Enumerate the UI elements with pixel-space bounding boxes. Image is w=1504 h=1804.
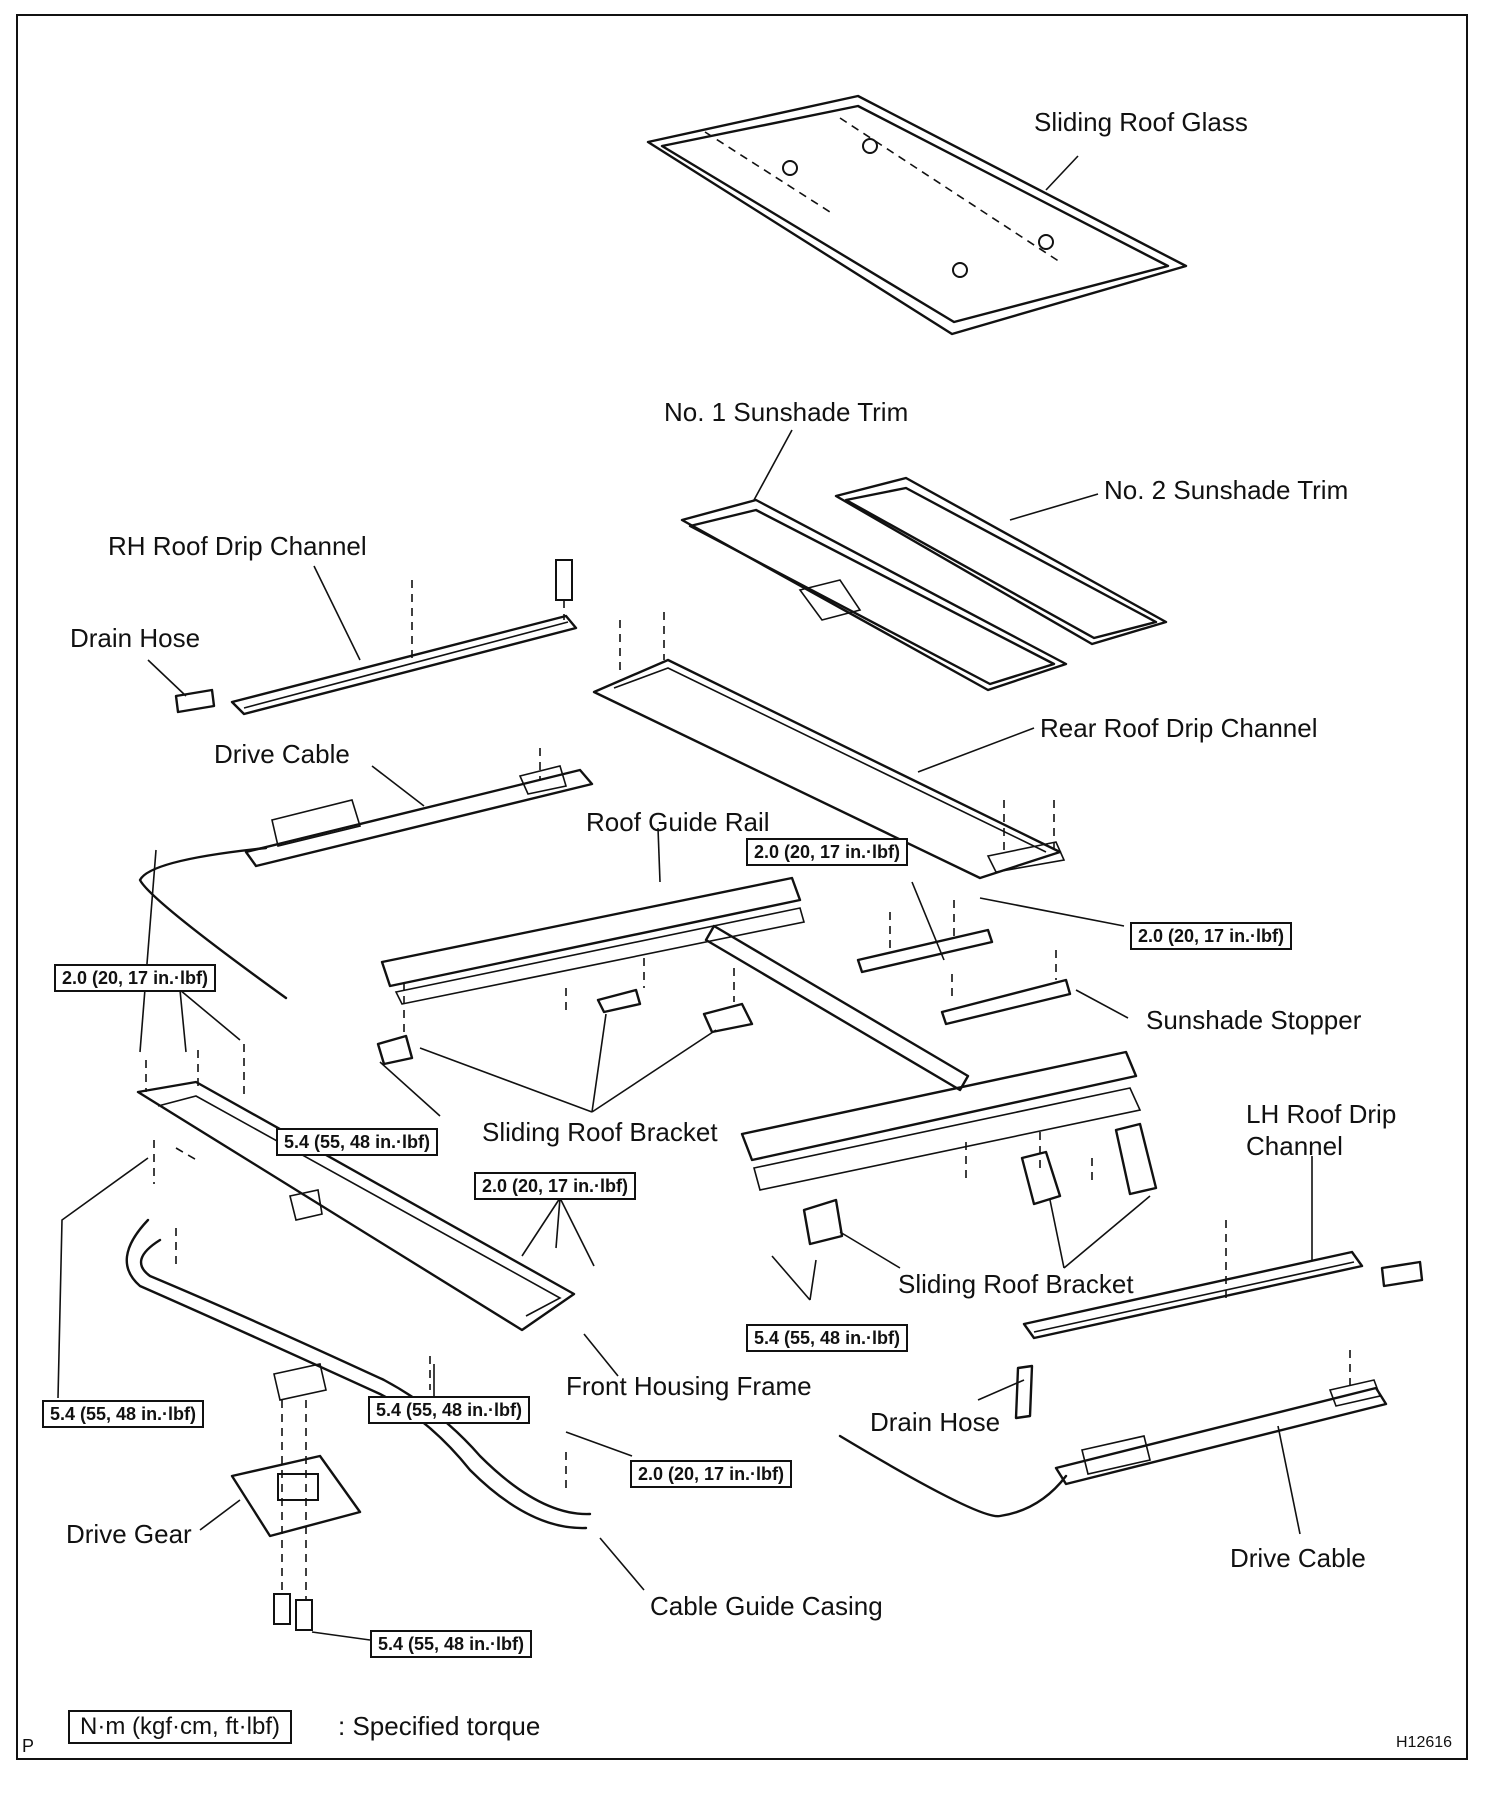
leader-line [1045, 155, 1079, 191]
leader-line [1277, 1425, 1301, 1535]
sliding-roof-glass-part [646, 94, 1188, 336]
label-drive-cable-right: Drive Cable [1230, 1543, 1366, 1573]
leader-line [379, 1061, 441, 1117]
leader-line [591, 1029, 717, 1113]
leader-line [313, 565, 361, 661]
leader-line [419, 1047, 593, 1113]
leader-line [1049, 1199, 1065, 1269]
torque-box: 2.0 (20, 17 in.·lbf) [54, 964, 217, 992]
torque-box: 5.4 (55, 48 in.·lbf) [368, 1396, 531, 1424]
rear-roof-drip-channel-part [592, 658, 1066, 880]
label-no1-sunshade-trim: No. 1 Sunshade Trim [664, 397, 909, 427]
label-sunshade-stopper: Sunshade Stopper [1146, 1005, 1362, 1035]
torque-box: 2.0 (20, 17 in.·lbf) [746, 838, 909, 866]
label-drain-hose-right: Drain Hose [870, 1407, 1001, 1437]
leader-line [657, 827, 661, 883]
leader-line [599, 1537, 645, 1591]
cable-guide-casing-part [125, 1218, 592, 1530]
leader-line [199, 1499, 241, 1531]
leader-line [977, 1379, 1025, 1401]
torque-box: 5.4 (55, 48 in.·lbf) [42, 1400, 205, 1428]
roof-guide-rail-part [380, 876, 1142, 1191]
drive-gear-part [230, 1400, 362, 1631]
label-rh-roof-drip-channel: RH Roof Drip Channel [108, 531, 367, 561]
label-cable-guide-casing: Cable Guide Casing [650, 1591, 883, 1621]
leader-line [809, 1259, 817, 1301]
legend-unit-box: N·m (kgf·cm, ft·lbf) [68, 1710, 292, 1744]
leader-line [147, 659, 187, 697]
label-no2-sunshade-trim: No. 2 Sunshade Trim [1104, 475, 1349, 505]
label-drive-cable-left: Drive Cable [214, 739, 350, 769]
sliding-roof-bracket-left-part [376, 988, 754, 1066]
leader-line [555, 1197, 561, 1249]
torque-box: 5.4 (55, 48 in.·lbf) [370, 1630, 533, 1658]
label-sliding-roof-bracket-right: Sliding Roof Bracket [898, 1269, 1134, 1299]
leader-line [753, 429, 793, 501]
no2-sunshade-trim-part [834, 476, 1168, 646]
drive-cable-right-part [838, 1379, 1388, 1518]
label-sliding-roof-glass: Sliding Roof Glass [1034, 107, 1248, 137]
leader-line [139, 849, 157, 1053]
leader-line [559, 1197, 595, 1267]
leader-line [179, 989, 187, 1053]
leader-line [911, 881, 945, 961]
torque-box: 5.4 (55, 48 in.·lbf) [746, 1324, 909, 1352]
label-drive-gear: Drive Gear [66, 1519, 192, 1549]
leader-line [311, 1631, 371, 1641]
drain-hose-left-part [174, 688, 216, 714]
sliding-roof-bracket-right-part [802, 1122, 1158, 1246]
leader-line [771, 1255, 811, 1301]
lh-roof-drip-channel-part [1022, 1250, 1424, 1340]
leader-line [1063, 1195, 1151, 1269]
corner-mark: P [22, 1736, 35, 1756]
label-lh-roof-drip-channel-line1: LH Roof Drip [1246, 1099, 1397, 1129]
torque-box: 2.0 (20, 17 in.·lbf) [474, 1172, 637, 1200]
no1-sunshade-trim-part [680, 498, 1068, 692]
drain-hose-right-part [1014, 1364, 1034, 1420]
label-sliding-roof-bracket-left: Sliding Roof Bracket [482, 1117, 718, 1147]
leader-line [583, 1333, 619, 1377]
leader-line [57, 1157, 149, 1399]
leader-line [917, 727, 1035, 773]
label-drain-hose-left: Drain Hose [70, 623, 201, 653]
leader-line [371, 765, 425, 807]
torque-box: 5.4 (55, 48 in.·lbf) [276, 1128, 439, 1156]
leader-line [1009, 493, 1099, 521]
torque-box: 2.0 (20, 17 in.·lbf) [1130, 922, 1293, 950]
front-housing-frame-part [136, 1080, 576, 1332]
torque-box: 2.0 (20, 17 in.·lbf) [630, 1460, 793, 1488]
leader-line [839, 1231, 901, 1269]
leader-line [521, 1197, 561, 1257]
leader-line [179, 989, 241, 1041]
legend-text: : Specified torque [338, 1711, 541, 1741]
label-front-housing-frame: Front Housing Frame [566, 1371, 812, 1401]
drive-cable-left-part [138, 765, 594, 1000]
label-rear-roof-drip-channel: Rear Roof Drip Channel [1040, 713, 1318, 743]
leader-line [565, 1431, 633, 1457]
leader-line [979, 897, 1125, 927]
label-lh-roof-drip-channel-line2: Channel [1246, 1131, 1343, 1161]
figure-code: H12616 [1396, 1734, 1453, 1751]
diagram-frame [16, 14, 1468, 1760]
sunshade-stopper-part [856, 928, 1072, 1026]
rh-roof-drip-channel-part [230, 559, 578, 716]
leader-line [591, 1013, 607, 1113]
label-roof-guide-rail: Roof Guide Rail [586, 807, 770, 837]
leader-line [1075, 989, 1129, 1019]
